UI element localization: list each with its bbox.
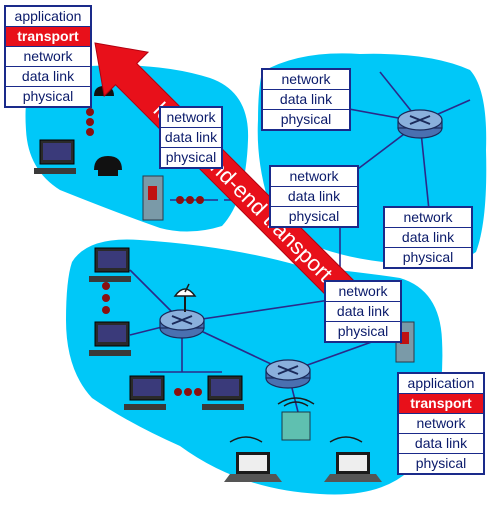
laptop-icon bbox=[324, 436, 382, 482]
wireless-access-point-icon bbox=[277, 397, 315, 441]
layer-application: application bbox=[6, 7, 90, 27]
layer-network: network bbox=[271, 167, 357, 187]
layer-physical: physical bbox=[402, 249, 454, 265]
layer-data-link: data link bbox=[263, 90, 349, 110]
layer-transport: transport bbox=[6, 27, 90, 47]
layer-physical: physical bbox=[22, 88, 74, 104]
computer-icon bbox=[124, 375, 166, 410]
router-bottom-middle bbox=[265, 359, 311, 389]
computer-icon bbox=[34, 139, 76, 174]
layer-data-link: data link bbox=[399, 434, 483, 454]
router-bottom-left bbox=[159, 309, 205, 339]
layer-physical: physical bbox=[280, 111, 332, 127]
layer-network: network bbox=[385, 208, 471, 228]
layer-physical: physical bbox=[288, 208, 340, 224]
layer-physical: physical bbox=[415, 455, 467, 471]
dotted-connectors bbox=[86, 108, 204, 396]
computer-icon bbox=[89, 321, 131, 356]
layer-transport: transport bbox=[399, 394, 483, 414]
layer-network: network bbox=[6, 47, 90, 67]
layer-data-link: data link bbox=[161, 128, 221, 148]
telephone-icon bbox=[94, 156, 122, 176]
layer-network: network bbox=[326, 282, 400, 302]
layer-application: application bbox=[399, 374, 483, 394]
laptop-icon bbox=[224, 436, 282, 482]
layer-physical: physical bbox=[337, 323, 389, 339]
computer-icon bbox=[202, 375, 244, 410]
computer-icon bbox=[89, 247, 131, 282]
server-icon bbox=[142, 175, 164, 221]
layer-data-link: data link bbox=[6, 67, 90, 87]
layer-network: network bbox=[399, 414, 483, 434]
layer-data-link: data link bbox=[385, 228, 471, 248]
layer-network: network bbox=[263, 70, 349, 90]
layer-network: network bbox=[161, 108, 221, 128]
router-top-right bbox=[397, 109, 443, 139]
satellite-dish-icon bbox=[173, 283, 197, 312]
layer-data-link: data link bbox=[271, 187, 357, 207]
layer-data-link: data link bbox=[326, 302, 400, 322]
layer-physical: physical bbox=[165, 149, 217, 165]
